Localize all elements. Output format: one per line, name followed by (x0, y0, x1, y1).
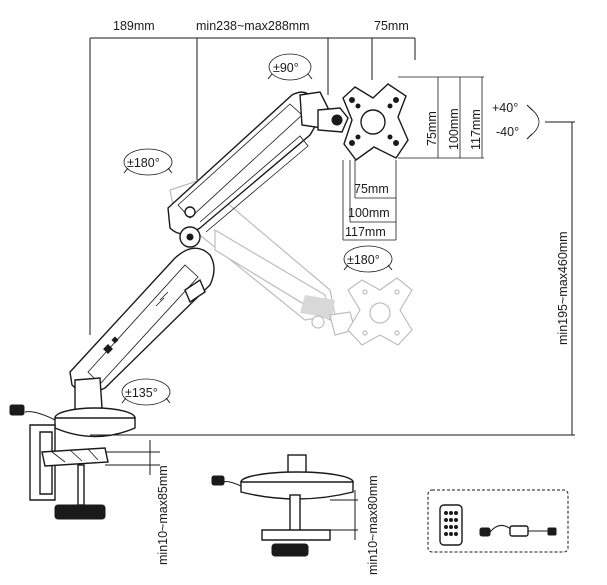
dim-vesa-v-117: 117mm (469, 109, 483, 150)
dim-clamp-1: min10~max85mm (156, 465, 170, 565)
dim-clamp-2: min10~max80mm (366, 475, 380, 575)
dim-vesa-v-75: 75mm (425, 111, 439, 146)
lower-arm (69, 247, 215, 393)
rot-ghost: ±180° (347, 253, 380, 267)
clamp-middle (211, 454, 358, 557)
top-dimension-lines (89, 37, 416, 335)
rot-tilt-up: +40° (492, 101, 518, 115)
rotation-badge-base: ±135° (121, 378, 171, 406)
accessories-box (427, 489, 569, 553)
vesa-plate (342, 83, 409, 161)
dim-vesa-h-100: 100mm (348, 206, 390, 220)
desk-base (9, 377, 136, 501)
rotation-badge-head: ±90° (267, 53, 313, 81)
rotation-badge-upper: ±180° (123, 148, 173, 176)
rot-base: ±135° (125, 386, 158, 400)
dim-vesa-h-75: 75mm (354, 182, 389, 196)
vesa-horizontal-dims (342, 160, 397, 241)
upper-arm (167, 91, 349, 235)
rot-upper: ±180° (127, 156, 160, 170)
vesa-vertical-dims (398, 76, 484, 159)
dim-height: min195~max460mm (556, 231, 570, 345)
rot-head: ±90° (273, 61, 299, 75)
rot-tilt-down: -40° (496, 125, 519, 139)
rotation-badge-ghost: ±180° (343, 245, 393, 273)
remote-control-icon (439, 504, 463, 546)
tilt-badge: +40° -40° (492, 101, 540, 140)
dim-top-mid: min238~max288mm (196, 19, 310, 33)
height-dim (90, 121, 575, 436)
dim-vesa-v-100: 100mm (447, 108, 461, 150)
dim-top-left: 189mm (113, 19, 155, 33)
clamp-left (41, 440, 160, 520)
elbow-joint (179, 226, 201, 248)
power-adapter-icon (479, 525, 557, 537)
dim-vesa-h-117: 117mm (345, 225, 386, 239)
dim-top-right: 75mm (374, 19, 409, 33)
